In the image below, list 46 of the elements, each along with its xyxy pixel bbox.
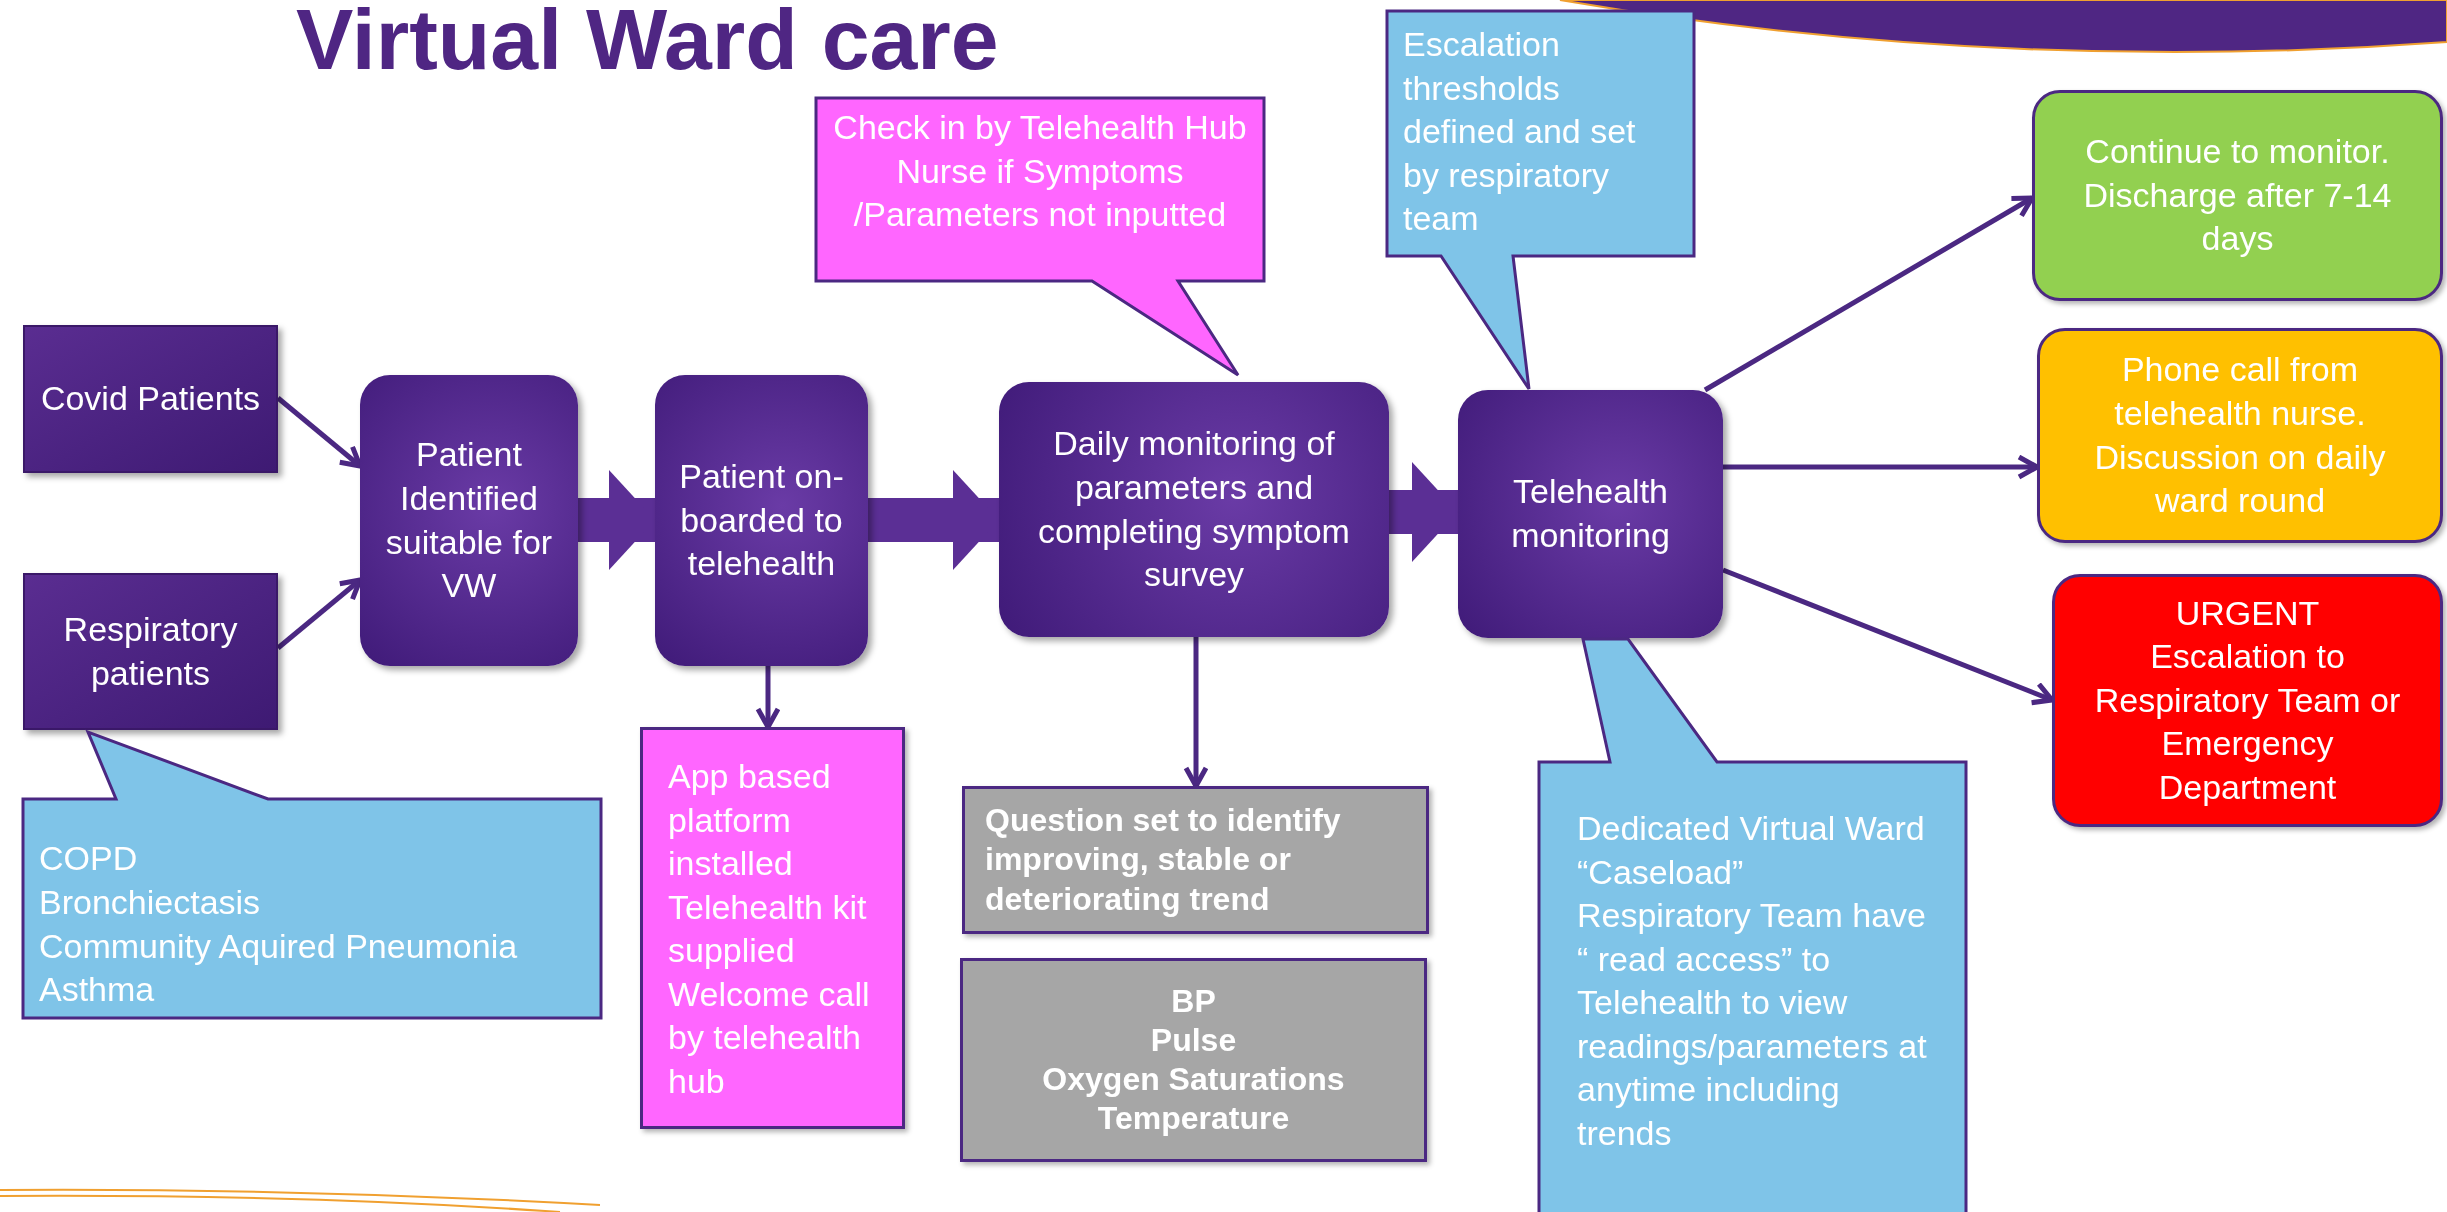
block-arrow [578,470,655,570]
box-text: Check in by Telehealth Hub Nurse if Symptoms /Parameters not inputted [832,107,1248,236]
box-text: BP [1170,981,1217,1021]
note-box [962,786,1429,934]
callout-bubble [1539,639,1966,1212]
outcome-box [2052,574,2443,827]
box-text: COPD [39,838,139,880]
box-text: Respiratory Team have “ read access” to Telehealth to view readings/parameters at anytime including trends [1577,895,1928,1154]
box-text: Patient Identified suitable for VW [384,434,554,606]
source-box [23,573,278,730]
title: Virtual Ward care [296,0,999,85]
box-text: Community Aquired Pneumonia [39,925,519,967]
box-text: Welcome call by telehealth hub [668,973,871,1102]
box-text: Continue to monitor. Discharge after 7-14 days [2082,131,2393,260]
box-text: Temperature [1096,1099,1291,1139]
process-box [999,382,1389,637]
callout-bubble [1387,11,1694,389]
box-text: URGENT [2175,592,2320,634]
block-arrow [1389,462,1458,562]
box-text: Dedicated Virtual Ward “Caseload” [1577,808,1926,893]
box-text: Covid Patients [40,378,261,420]
block-arrow [868,470,999,570]
callout-bubble [816,98,1264,375]
source-box [23,325,278,473]
box-text: Respiratory patients [62,609,239,694]
box-text: Asthma [39,969,156,1010]
box-text: Oxygen Saturations [1041,1060,1346,1099]
process-box [655,375,868,666]
box-text: Escalation to Respiratory Team or Emergency Department [2093,636,2402,808]
note-box [640,727,905,1129]
callout-bubble [23,732,601,1018]
box-text: Phone call from telehealth nurse. Discussion on daily ward round [2093,349,2387,521]
box-text: Question set to identify improving, stable or deteriorating trend [985,801,1342,919]
box-text: Bronchiectasis [39,882,262,923]
outcome-box [2032,90,2443,301]
box-text: Escalation thresholds defined and set by respiratory team [1403,24,1637,240]
box-text: Pulse [1149,1020,1238,1060]
process-box [360,375,578,666]
box-text: Daily monitoring of parameters and completing symptom survey [1037,423,1351,595]
outcome-box [2037,328,2443,543]
box-text: Patient on- boarded to telehealth [678,456,845,585]
box-text: Telehealth kit supplied [668,886,868,972]
process-box [1458,390,1723,638]
note-box [960,958,1427,1162]
box-text: Telehealth monitoring [1510,471,1671,556]
box-text: App based platform installed [668,756,832,885]
